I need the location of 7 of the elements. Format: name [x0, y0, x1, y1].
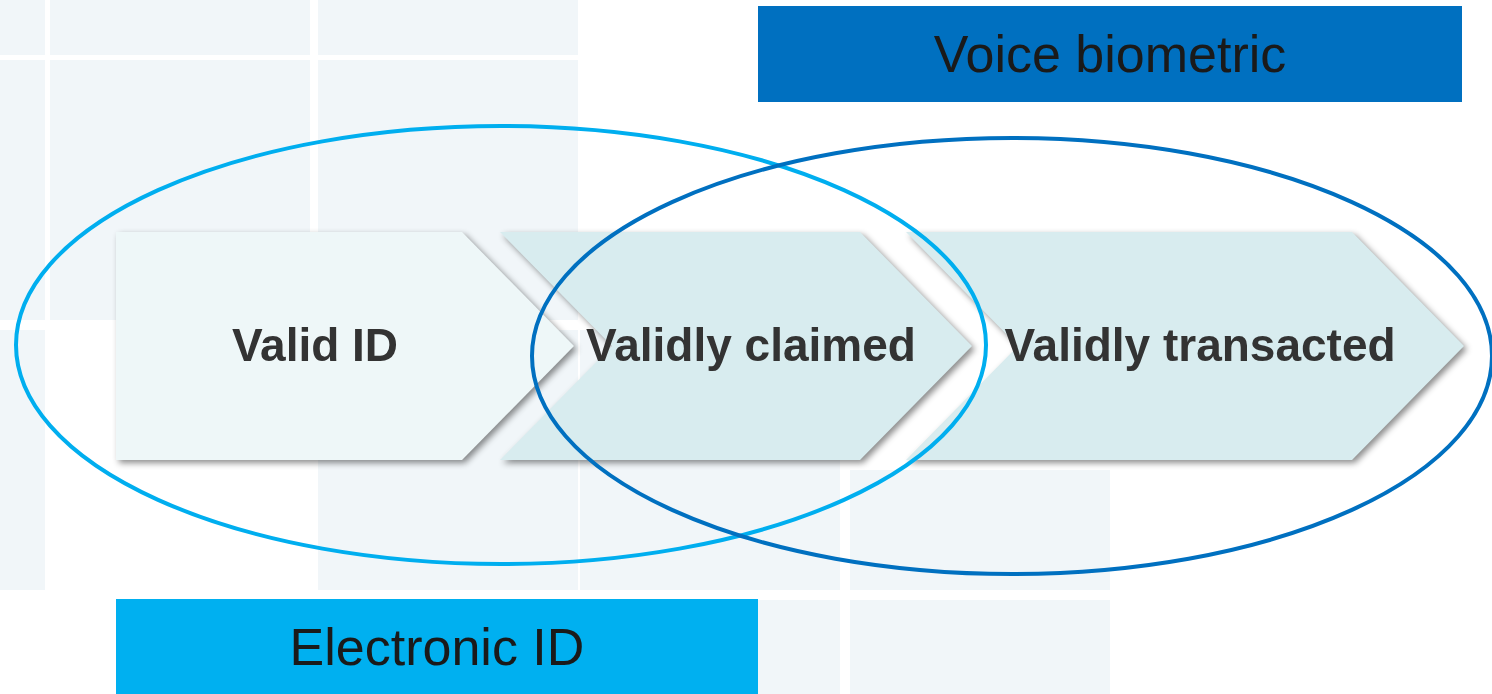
step-label: Validly transacted [1004, 318, 1396, 374]
title-banner [758, 6, 1462, 102]
category-label: Voice biometric [933, 24, 1287, 84]
step-label: Validly claimed [586, 318, 916, 374]
step-label: Valid ID [231, 318, 399, 374]
category-label: Electronic ID [289, 616, 585, 677]
caption-banner [116, 599, 758, 694]
